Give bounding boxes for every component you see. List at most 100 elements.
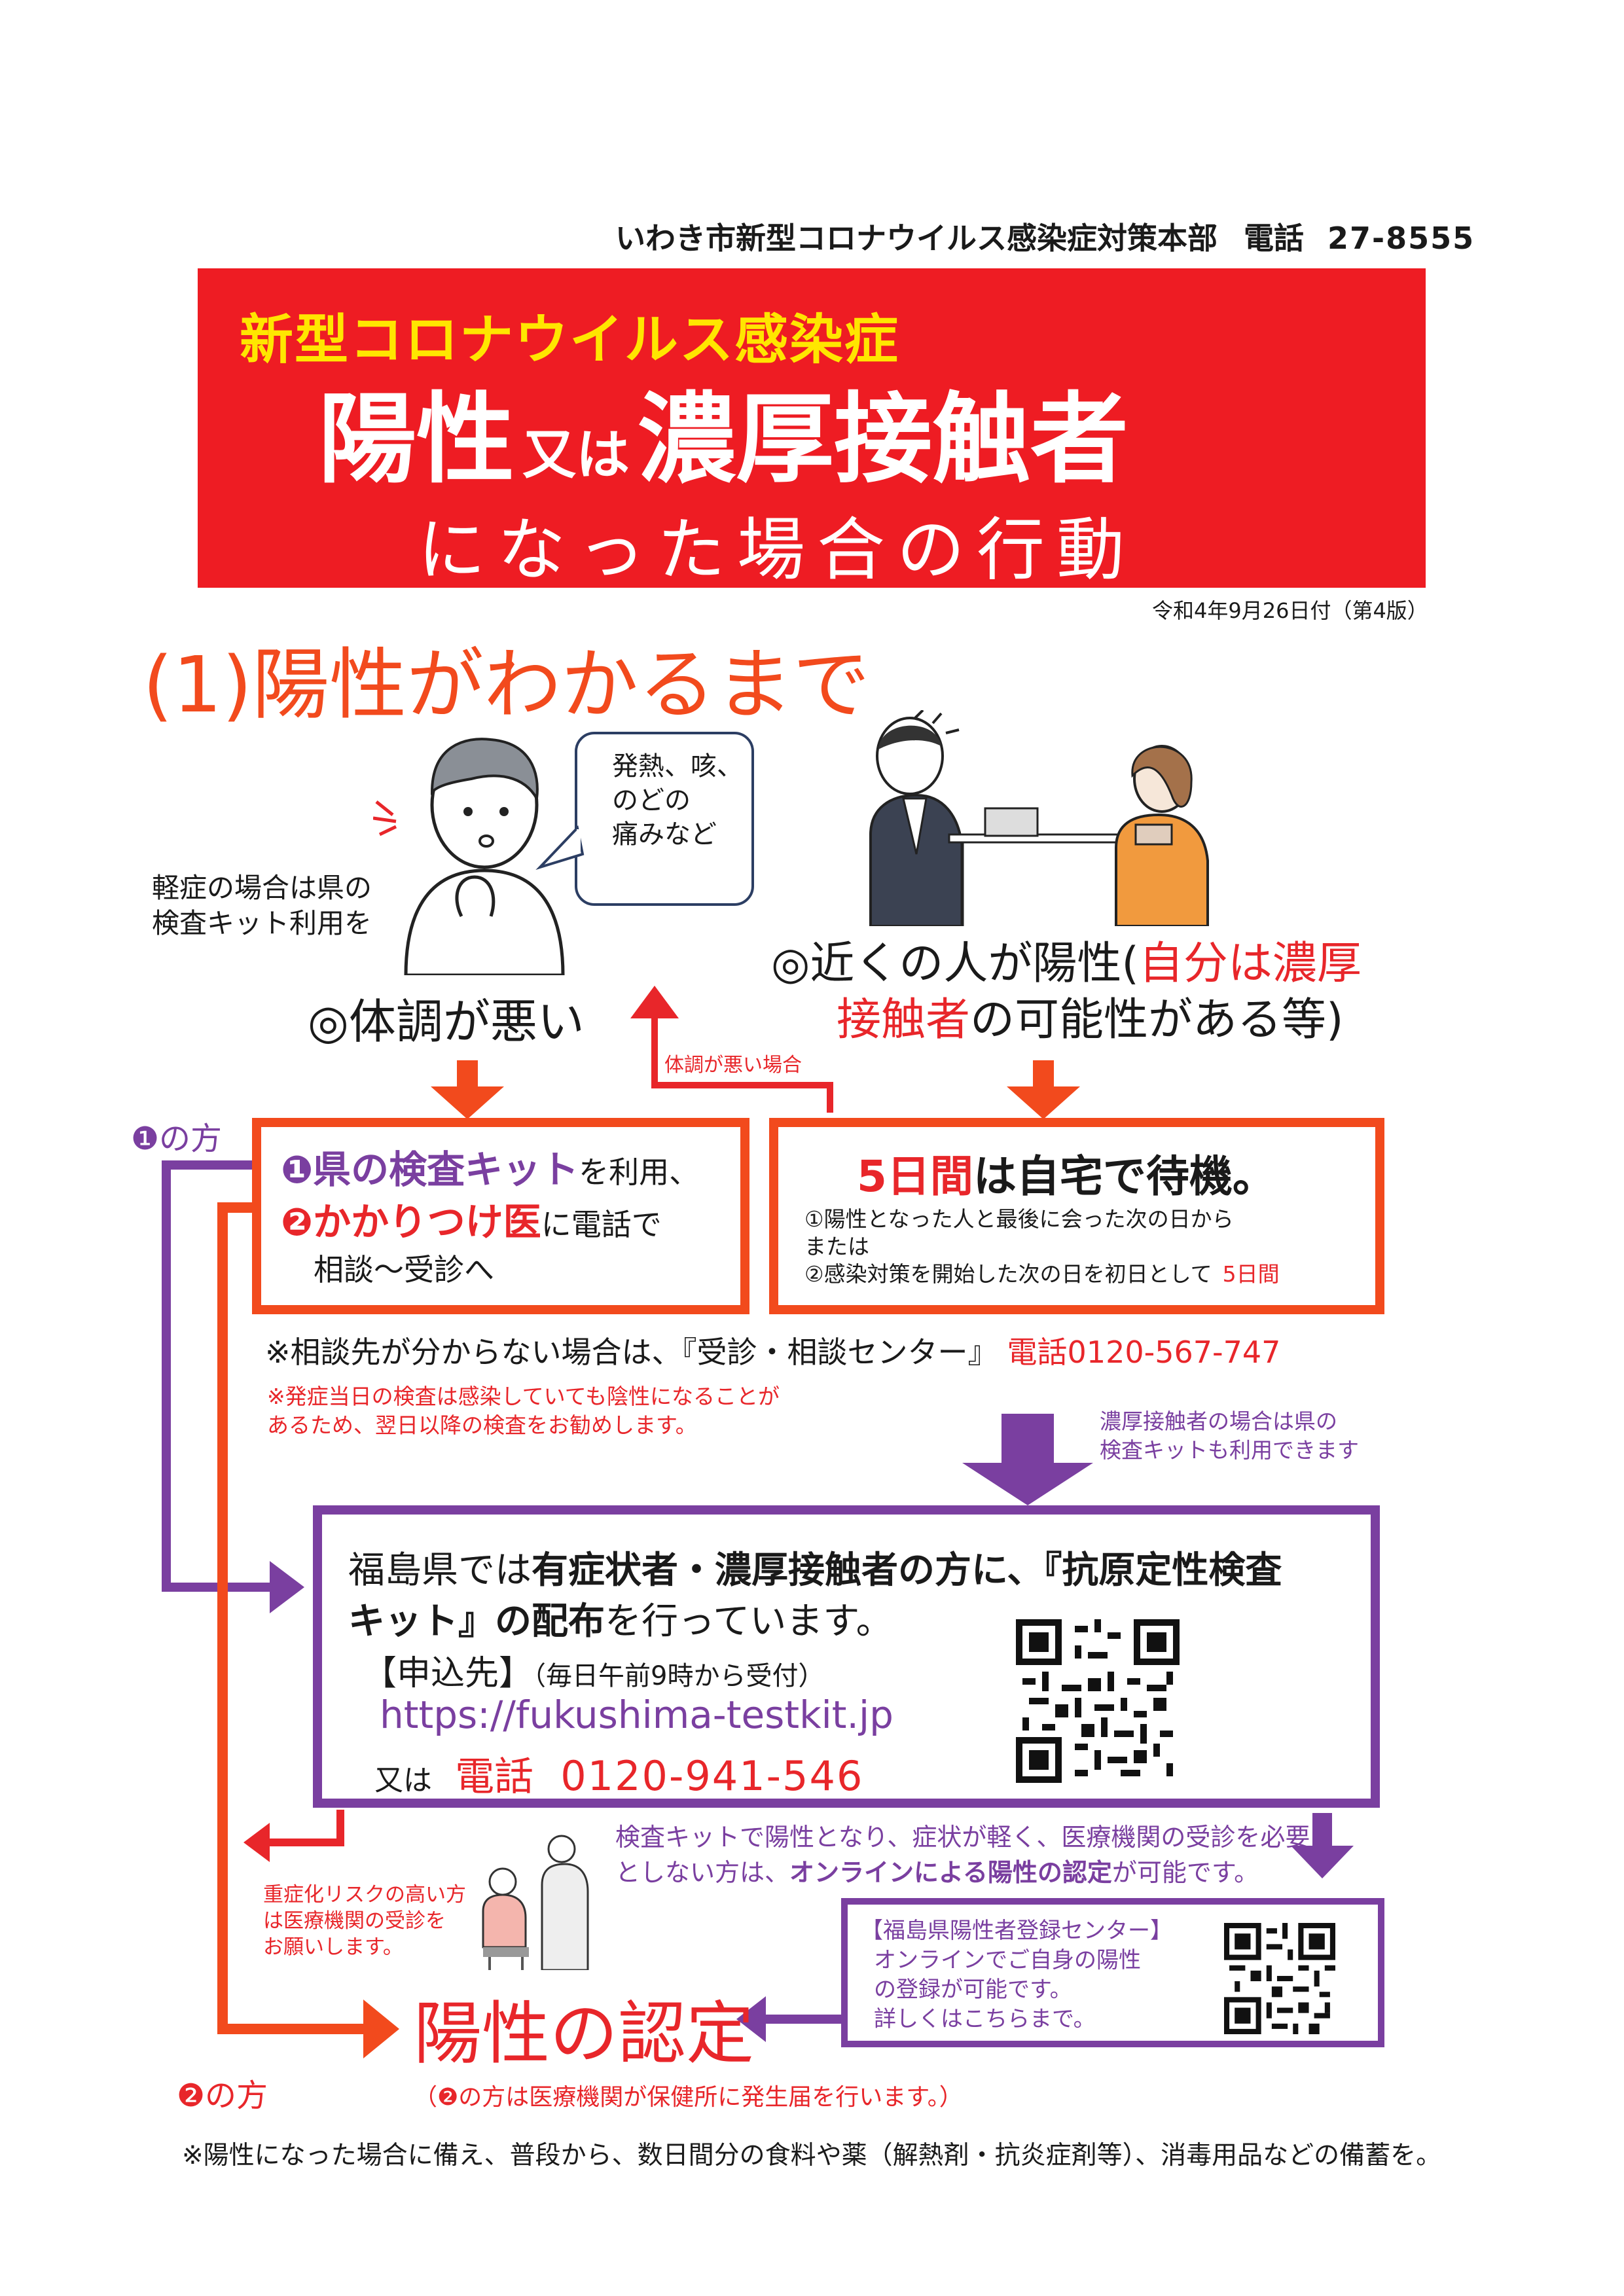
kit-tail: を利用、 <box>579 1155 700 1190</box>
arrow-down-online <box>1291 1813 1354 1878</box>
banner-or: 又は <box>522 424 630 486</box>
consult-note: ※相談先が分からない場合は、『受診・相談センター』電話0120-567-747 <box>265 1329 1280 1372</box>
test-timing-note: ※発症当日の検査は感染していても陰性になることが あるため、翌日以降の検査をお勧… <box>267 1382 780 1440</box>
footer-note: ※陽性になった場合に備え、普段から、数日間分の食料や薬（解熱剤・抗炎症剤等）、消… <box>182 2141 1442 2170</box>
cert-note-num: ❷ <box>437 2084 459 2111</box>
sick-person-illustration <box>404 738 565 975</box>
pain-marks-icon <box>373 800 397 836</box>
kit-text: 県の検査キット <box>313 1147 579 1192</box>
box-left-line2: ❷かかりつけ医に電話で <box>281 1191 662 1246</box>
box-home-wait: 5日間は自宅で待機。 ①陽性となった人と最後に会った次の日から または ②感染対… <box>769 1118 1384 1314</box>
kit-line1-bold: 有症状者・濃厚接触者の方に、『抗原定性検査 <box>532 1549 1282 1592</box>
kit-url[interactable]: https://fukushima-testkit.jp <box>380 1693 893 1737</box>
home-wait-tail: は自宅で待機。 <box>973 1151 1276 1202</box>
detail-line3-text: ②感染対策を開始した次の日を初日として <box>804 1261 1212 1287</box>
condition-contact-post: の可能性がある等) <box>970 994 1344 1046</box>
arrow-down-left <box>431 1060 504 1119</box>
home-wait-detail: ①陽性となった人と最後に会った次の日から または ②感染対策を開始した次の日を初… <box>804 1206 1280 1288</box>
banner-line1: 新型コロナウイルス感染症 <box>240 309 900 371</box>
contact-kit-note: 濃厚接触者の場合は県の 検査キットも利用できます <box>1100 1407 1359 1465</box>
doctor-tail: に電話で <box>541 1207 662 1242</box>
condition-contact-pre: ◎近くの人が陽性( <box>771 938 1139 990</box>
header-org: いわき市新型コロナウイルス感染症対策本部 電話 27-8555 <box>615 215 1475 258</box>
consult-text: ※相談先が分からない場合は、『受診・相談センター』 <box>265 1335 998 1370</box>
mild-case-note: 軽症の場合は県の 検査キット利用を <box>152 870 372 941</box>
contact-kit-line: 濃厚接触者の場合は県の <box>1100 1408 1337 1434</box>
risk-line: お願いします。 <box>263 1935 403 1959</box>
consult-tel: 電話0120-567-747 <box>1007 1335 1281 1370</box>
banner-positive: 陽性 <box>318 383 515 497</box>
header-org-name: いわき市新型コロナウイルス感染症対策本部 <box>615 221 1218 256</box>
test-note-line: ※発症当日の検査は感染していても陰性になることが <box>267 1384 780 1409</box>
online-note-line1: 検査キットで陽性となり、症状が軽く、医療機関の受診を必要 <box>615 1823 1310 1852</box>
box-left-line1: ❶県の検査キットを利用、 <box>281 1139 699 1194</box>
condition-unwell: ◎体調が悪い <box>308 994 585 1049</box>
condition-contact-red1: 自分は濃厚 <box>1138 938 1362 990</box>
online-note-line2: としない方は、オンラインによる陽性の認定が可能です。 <box>615 1855 1310 1890</box>
center-title: 【福島県陽性者登録センター】 <box>861 1918 1172 1944</box>
risk-line: は医療機関の受診を <box>263 1909 446 1933</box>
qr-code-icon[interactable] <box>1016 1619 1180 1783</box>
five-days: 5日間 <box>857 1151 973 1202</box>
test-note-line: あるため、翌日以降の検査をお勧めします。 <box>267 1412 697 1438</box>
center-line: の登録が可能です。 <box>874 1977 1072 2003</box>
num2-marker: ❷ <box>281 1200 314 1244</box>
mild-line: 軽症の場合は県の <box>152 872 372 904</box>
speech-line: 発熱、咳、 <box>612 751 743 781</box>
home-wait-title: 5日間は自宅で待機。 <box>857 1141 1276 1204</box>
banner-contact: 濃厚接触者 <box>638 383 1129 497</box>
arrow-down-purple <box>962 1414 1093 1505</box>
kit-tel[interactable]: 0120-941-546 <box>560 1752 864 1800</box>
center-line: オンラインでご自身の陽性 <box>874 1947 1141 1973</box>
kit-line1: 福島県では有症状者・濃厚接触者の方に、『抗原定性検査 <box>348 1541 1282 1594</box>
condition-contact: ◎近くの人が陽性(自分は濃厚 接触者の可能性がある等) <box>771 936 1362 1049</box>
condition-contact-red2: 接触者 <box>837 994 971 1046</box>
detail-line2: または <box>804 1234 869 1259</box>
risk-arrow <box>267 1810 344 1846</box>
path2-line <box>217 1202 367 2034</box>
kit-or: 又は <box>374 1764 432 1797</box>
mild-line: 検査キット利用を <box>152 907 372 939</box>
connector-label: 体調が悪い場合 <box>664 1054 802 1077</box>
arrow-down-right <box>1007 1060 1080 1119</box>
title-banner: 新型コロナウイルス感染症 陽性又は濃厚接触者 になった場合の行動 <box>198 268 1426 590</box>
kit-apply: 【申込先】（毎日午前9時から受付） <box>363 1645 824 1695</box>
risk-line: 重症化リスクの高い方 <box>263 1883 466 1907</box>
condition-contact-line2: 接触者の可能性がある等) <box>771 992 1362 1049</box>
online-note-bold: オンラインによる陽性の認定 <box>789 1858 1112 1887</box>
high-risk-note: 重症化リスクの高い方 は医療機関の受診を お願いします。 <box>263 1882 466 1960</box>
cert-note: （❷の方は医療機関が保健所に発生届を行います。） <box>414 2078 963 2112</box>
meeting-illustration <box>869 710 1209 926</box>
kit-line2-bold: キット』の配布 <box>348 1600 605 1643</box>
speech-bubble-text: 発熱、咳、 のどの 痛みなど <box>612 749 743 852</box>
cert-note-text: の方は医療機関が保健所に発生届を行います。） <box>458 2084 963 2111</box>
kit-line2-tail: を行っています。 <box>605 1600 893 1643</box>
kit-line2: キット』の配布を行っています。 <box>348 1592 893 1645</box>
path2-label: ❷の方 <box>177 2077 268 2114</box>
detail-line3: ②感染対策を開始した次の日を初日として 5日間 <box>804 1261 1280 1288</box>
doctor-text: かかりつけ医 <box>313 1200 541 1244</box>
online-note: 検査キットで陽性となり、症状が軽く、医療機関の受診を必要 としない方は、オンライ… <box>615 1820 1310 1890</box>
online-note-post: が可能です。 <box>1111 1858 1259 1887</box>
box-test-or-doctor: ❶県の検査キットを利用、 ❷かかりつけ医に電話で 相談～受診へ <box>252 1118 749 1314</box>
kit-tel-line: 又は 電話 0120-941-546 <box>374 1745 863 1802</box>
box-left-line3: 相談～受診へ <box>314 1252 494 1287</box>
kit-distribution-box: 福島県では有症状者・濃厚接触者の方に、『抗原定性検査 キット』の配布を行っていま… <box>313 1505 1380 1808</box>
apply-hours: （毎日午前9時から受付） <box>533 1661 825 1691</box>
speech-line: のどの <box>612 785 691 816</box>
path1-label: ❶の方 <box>131 1121 223 1157</box>
positive-certification: 陽性の認定 <box>414 1994 755 2073</box>
header-tel: 27-8555 <box>1327 221 1475 256</box>
qr-code-icon[interactable] <box>1224 1923 1335 2034</box>
cert-note-open: （ <box>414 2084 438 2111</box>
connector-unwell <box>651 1012 833 1113</box>
condition-contact-line1: ◎近くの人が陽性(自分は濃厚 <box>771 936 1362 992</box>
online-note-pre: としない方は、 <box>615 1858 790 1887</box>
num1-marker: ❶ <box>281 1147 314 1192</box>
kit-line1-pre: 福島県では <box>348 1549 532 1592</box>
doctor-consult-illustration <box>482 1835 589 1970</box>
section-title: (1)陽性がわかるまで <box>143 639 871 730</box>
detail-line3-days: 5日間 <box>1222 1261 1280 1287</box>
apply-label: 【申込先】 <box>363 1654 533 1693</box>
